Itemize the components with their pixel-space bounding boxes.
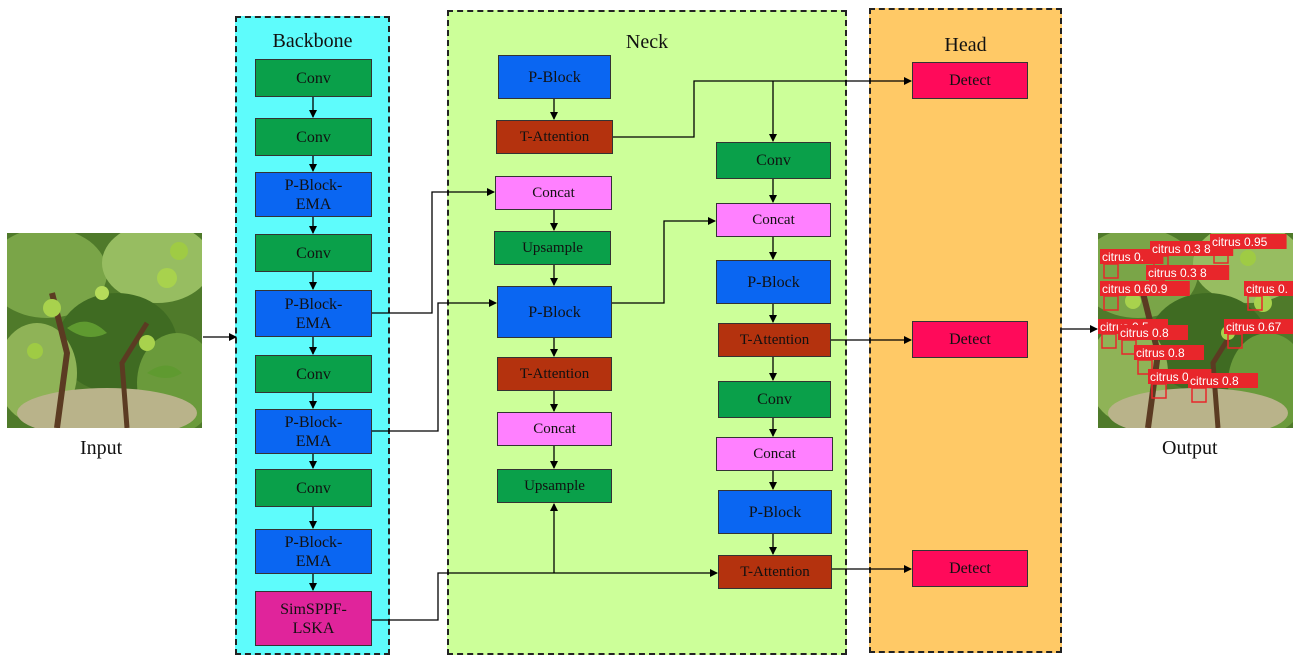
head-detect-2: Detect <box>912 321 1028 358</box>
input-image <box>7 233 202 428</box>
neck-p-block-right-2: P-Block <box>718 490 832 534</box>
head-detect-3: Detect <box>912 550 1028 587</box>
neck-p-block-right-1: P-Block <box>716 260 831 304</box>
svg-text:citrus 0.3 8: citrus 0.3 8 <box>1148 266 1207 280</box>
neck-concat-1: Concat <box>495 176 612 210</box>
backbone-conv-1: Conv <box>255 59 372 97</box>
neck-upsample-2: Upsample <box>497 469 612 503</box>
neck-t-attention-mid: T-Attention <box>497 357 612 391</box>
svg-text:citrus 0.: citrus 0. <box>1102 250 1144 264</box>
neck-concat-right-1: Concat <box>716 203 831 237</box>
detection-label: citrus 0. <box>1100 249 1164 279</box>
neck-conv-right-1: Conv <box>716 142 831 179</box>
neck-t-attention-right-2: T-Attention <box>718 555 832 589</box>
svg-text:citrus 0.95: citrus 0.95 <box>1212 235 1268 249</box>
svg-text:citrus 0.67: citrus 0.67 <box>1226 320 1282 334</box>
detection-label: citrus 0.3 8 <box>1146 265 1230 295</box>
detection-label: citrus 0.67 <box>1224 319 1293 349</box>
head-detect-1: Detect <box>912 62 1028 99</box>
neck-conv-right-2: Conv <box>718 381 831 418</box>
backbone-title: Backbone <box>272 30 353 52</box>
backbone-p-block-ema-2: P-Block- EMA <box>255 290 372 337</box>
detection-label: citrus 0.8 <box>1188 373 1258 403</box>
svg-text:citrus 0.8: citrus 0.8 <box>1136 346 1185 360</box>
detection-label: citrus 0.95 <box>1210 234 1287 264</box>
neck-p-block-top: P-Block <box>498 55 611 99</box>
neck-upsample-1: Upsample <box>494 231 611 265</box>
svg-text:citrus 0.: citrus 0. <box>1150 370 1192 384</box>
detection-label: citrus 0. <box>1244 281 1293 311</box>
svg-text:citrus 0.: citrus 0. <box>1246 282 1288 296</box>
neck-t-attention-right-1: T-Attention <box>718 323 831 357</box>
svg-text:citrus 0.3 8: citrus 0.3 8 <box>1152 242 1211 256</box>
detection-label: citrus 0.8 <box>1118 325 1188 355</box>
neck-concat-2: Concat <box>497 412 612 446</box>
neck-p-block-mid: P-Block <box>497 286 612 338</box>
neck-title: Neck <box>625 31 669 53</box>
head-title: Head <box>944 34 987 56</box>
backbone-conv-4: Conv <box>255 355 372 393</box>
backbone-p-block-ema-4: P-Block- EMA <box>255 529 372 574</box>
neck-t-attention-top: T-Attention <box>496 120 613 154</box>
neck-concat-right-2: Concat <box>716 437 833 471</box>
backbone-conv-5: Conv <box>255 469 372 507</box>
backbone-conv-2: Conv <box>255 118 372 156</box>
backbone-p-block-ema-1: P-Block- EMA <box>255 172 372 217</box>
svg-text:citrus 0.8: citrus 0.8 <box>1190 374 1239 388</box>
detection-label: citrus 0.8 <box>1134 345 1204 375</box>
backbone-p-block-ema-3: P-Block- EMA <box>255 409 372 454</box>
svg-text:citrus 0.8: citrus 0.8 <box>1120 326 1169 340</box>
detection-label: citrus 0.60.9 <box>1100 281 1190 311</box>
backbone-conv-3: Conv <box>255 234 372 272</box>
svg-text:citrus 0.60.9: citrus 0.60.9 <box>1102 282 1168 296</box>
output-caption: Output <box>1162 437 1218 459</box>
input-caption: Input <box>80 437 123 459</box>
backbone-simsppf-lska: SimSPPF- LSKA <box>255 591 372 646</box>
